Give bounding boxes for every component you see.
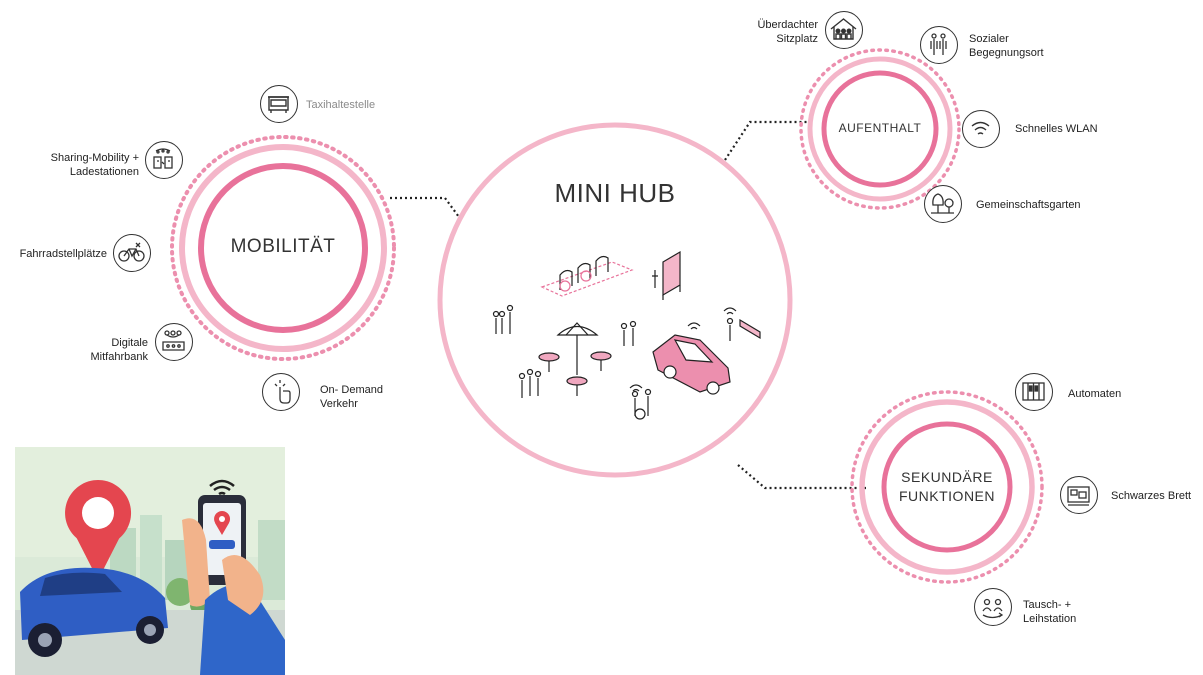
ring-aufenthalt: [799, 48, 961, 210]
bike-rack-illustration: [540, 255, 634, 297]
shelter-icon: [825, 11, 863, 49]
hub-title-aufenthalt: AUFENTHALT: [838, 121, 922, 135]
connector-aufenthalt: [724, 120, 810, 161]
item-label-gemeinschaftsgarten: Gemeinschaftsgarten: [976, 199, 1081, 211]
charging-station-icon: [145, 141, 183, 179]
item-label-sharing-mobility: Sharing-Mobility + Ladestationen: [50, 152, 139, 178]
bicycle-icon: [113, 234, 151, 272]
umbrella-illustration: [556, 322, 599, 375]
table-1: [538, 352, 560, 362]
car-illustration: [652, 334, 731, 395]
bus-stop-icon: [260, 85, 298, 123]
people-icon: [920, 26, 958, 64]
exchange-icon: [974, 588, 1012, 626]
hub-title-mobilitaet: MOBILITÄT: [230, 236, 336, 257]
people-figures: [492, 304, 734, 420]
center-title: MINI HUB: [554, 178, 676, 208]
item-label-taxihaltestelle: Taxihaltestelle: [306, 99, 376, 111]
connector-mobilitaet: [390, 196, 471, 233]
item-label-on-demand: On- Demand Verkehr: [320, 384, 383, 410]
connector-sekundaer: [737, 464, 866, 490]
item-label-automaten: Automaten: [1068, 388, 1122, 400]
item-label-tausch-leihstation: Tausch- + Leihstation: [1023, 599, 1077, 625]
wifi-icon: [962, 110, 1000, 148]
item-label-digitale-mitfahrbank: Digitale Mitfahrbank: [90, 337, 148, 363]
tap-icon: [262, 373, 300, 411]
navigation-app-image: [15, 447, 285, 675]
tree-icon: [924, 185, 962, 223]
bench-illustration: [739, 318, 761, 340]
mini-hub-illustration: [492, 250, 761, 420]
item-label-ueberdachter-sitzplatz: Überdachter Sitzplatz: [757, 19, 818, 45]
table-2: [590, 351, 612, 361]
wifi-glyphs: [629, 307, 737, 392]
table-3: [566, 376, 588, 386]
item-label-schnelles-wlan: Schnelles WLAN: [1015, 123, 1098, 135]
hub-title-sekundaer: SEKUNDÄRE FUNKTIONEN: [899, 469, 995, 504]
vending-machine-icon: [1015, 373, 1053, 411]
ring-sekundaer: [850, 390, 1044, 584]
notice-board-icon: [1060, 476, 1098, 514]
ring-mobilitaet: [170, 135, 396, 361]
item-label-fahrradstellplaetze: Fahrradstellplätze: [19, 248, 107, 260]
info-board-illustration: [652, 250, 681, 300]
item-label-schwarzes-brett: Schwarzes Brett: [1111, 490, 1192, 502]
item-label-sozialer-begegnungsort: Sozialer Begegnungsort: [969, 33, 1044, 59]
ride-bench-icon: [155, 323, 193, 361]
